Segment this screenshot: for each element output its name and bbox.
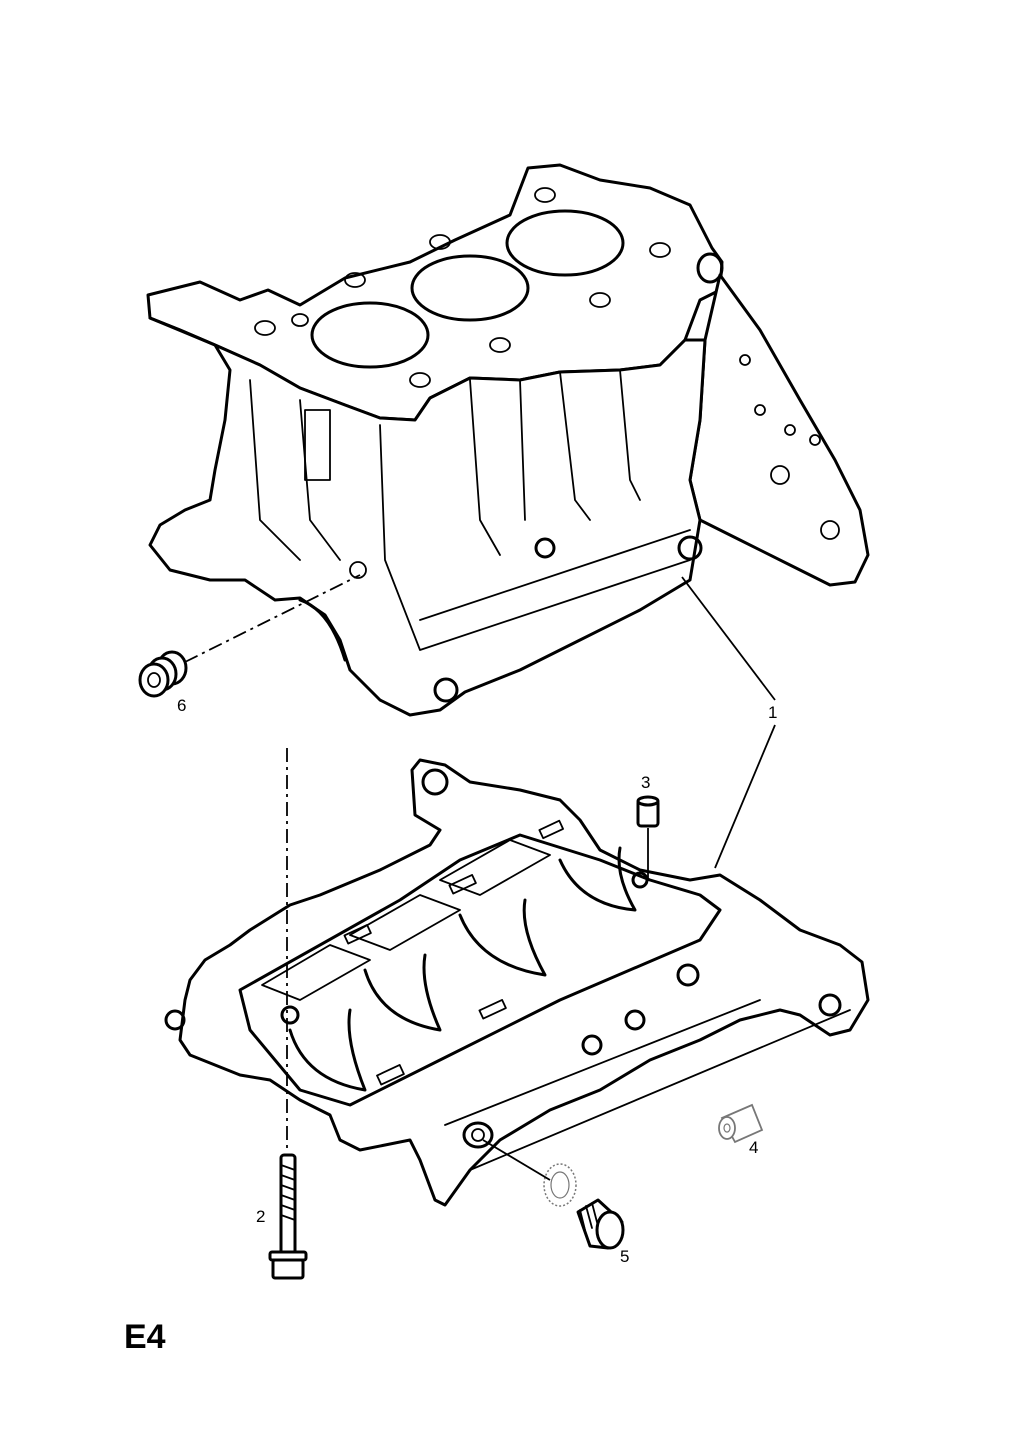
dowel-sleeve-icon bbox=[636, 795, 660, 828]
leader-line-5 bbox=[482, 1139, 551, 1181]
core-plug-icon bbox=[138, 650, 188, 698]
dowel-sleeve-icon bbox=[718, 1103, 764, 1144]
callout-1: 1 bbox=[768, 703, 777, 722]
callout-3: 3 bbox=[641, 773, 650, 792]
callout-4: 4 bbox=[749, 1138, 758, 1157]
leader-line-6 bbox=[184, 574, 361, 663]
cylinder-block-icon bbox=[146, 163, 870, 717]
leader-line-1b bbox=[714, 724, 776, 869]
drain-plug-icon bbox=[543, 1163, 625, 1250]
bearing-carrier-icon bbox=[164, 758, 870, 1207]
callout-2: 2 bbox=[256, 1207, 265, 1226]
leader-line-1 bbox=[681, 576, 776, 701]
callout-6: 6 bbox=[177, 696, 186, 715]
callout-5: 5 bbox=[620, 1247, 629, 1266]
bolt-icon bbox=[268, 1153, 308, 1280]
page-code: E4 bbox=[124, 1318, 166, 1356]
